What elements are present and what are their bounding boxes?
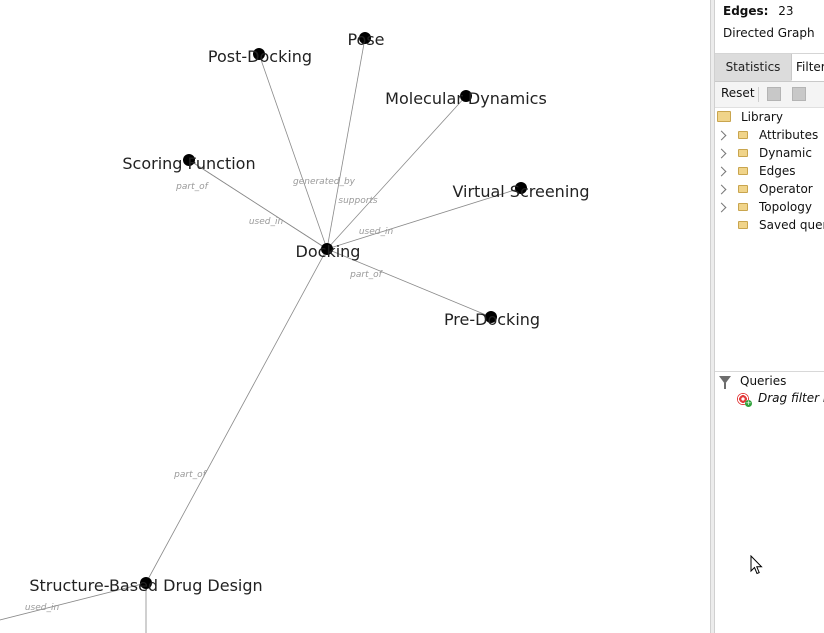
chevron-right-icon[interactable]	[716, 184, 727, 195]
edge-label: supports	[338, 196, 378, 206]
graph-edge[interactable]	[258, 53, 328, 250]
graph-type-label: Directed Graph	[723, 26, 815, 40]
graph-elabels-layer: generated_by supports part_of used_in used_i…	[25, 177, 394, 613]
queries-section[interactable]: Queries + Drag filter here	[715, 371, 824, 633]
folder-icon	[738, 131, 748, 139]
node-label: Docking	[296, 242, 361, 261]
node-label: Structure-Based Drug Design	[29, 576, 262, 595]
graph-node[interactable]	[460, 90, 472, 102]
node-label: Scoring Function	[122, 154, 255, 173]
graph-node[interactable]	[183, 154, 195, 166]
folder-icon	[738, 167, 748, 175]
panel-splitter[interactable]	[710, 0, 715, 633]
graph-edge[interactable]	[188, 159, 328, 250]
add-icon: +	[745, 399, 752, 407]
graph-node[interactable]	[515, 182, 527, 194]
folder-icon	[738, 221, 748, 229]
chevron-right-icon[interactable]	[716, 148, 727, 159]
library-item-label: Edges	[759, 164, 796, 178]
graph-edge[interactable]	[0, 582, 147, 625]
node-label: Molecular Dynamics	[385, 89, 547, 108]
tab-filters[interactable]: Filters	[791, 54, 824, 81]
toolbar-separator	[758, 87, 759, 102]
node-label: Virtual Screening	[452, 182, 589, 201]
library-root-label: Library	[741, 110, 783, 124]
graph-edge[interactable]	[326, 187, 522, 250]
library-item-label: Topology	[759, 200, 812, 214]
filters-panel: Edges: 23 Directed Graph Statistics Filt…	[715, 0, 824, 633]
edge-label: used_in	[249, 217, 284, 227]
graph-node[interactable]	[321, 243, 333, 255]
node-label: Pre-Docking	[444, 310, 540, 329]
graph-edge[interactable]	[326, 37, 366, 250]
graph-node[interactable]	[485, 311, 497, 323]
graph-nodes-layer	[140, 32, 527, 589]
edge-label: used_in	[25, 603, 60, 613]
queries-drop-hint: Drag filter here	[758, 391, 824, 405]
edges-count-value: 23	[778, 4, 794, 18]
edge-label: part_of	[173, 470, 207, 480]
chevron-right-icon[interactable]	[716, 202, 727, 213]
node-label: Post-Docking	[208, 47, 312, 66]
panel-tabs: Statistics Filters	[715, 53, 824, 82]
funnel-icon	[719, 376, 731, 384]
chevron-right-icon[interactable]	[716, 166, 727, 177]
select-filter-icon[interactable]	[792, 87, 806, 101]
folder-icon	[738, 203, 748, 211]
export-filter-icon[interactable]	[767, 87, 781, 101]
node-label: Pose	[347, 30, 384, 49]
graph-edge[interactable]	[145, 248, 328, 584]
folder-icon	[738, 185, 748, 193]
graph-canvas[interactable]: generated_by supports part_of used_in used_i…	[0, 0, 710, 633]
graph-node[interactable]	[359, 32, 371, 44]
folder-icon	[717, 111, 731, 122]
graph-edge[interactable]	[326, 248, 492, 318]
graph-edges-layer	[0, 37, 522, 633]
graph-context-info: Edges: 23 Directed Graph	[715, 0, 824, 48]
filters-toolbar: Reset	[715, 82, 824, 108]
graph-node[interactable]	[140, 577, 152, 589]
library-item-label: Attributes	[759, 128, 819, 142]
reset-button[interactable]: Reset	[721, 86, 755, 100]
edge-label: part_of	[349, 270, 383, 280]
queries-title: Queries	[740, 374, 787, 388]
edges-count-label: Edges:	[723, 4, 769, 18]
funnel-icon-stem	[724, 383, 726, 389]
chevron-right-icon[interactable]	[716, 130, 727, 141]
tab-statistics[interactable]: Statistics	[715, 54, 791, 81]
graph-node[interactable]	[253, 48, 265, 60]
folder-icon	[738, 149, 748, 157]
edge-label: part_of	[175, 182, 209, 192]
library-item-label: Saved queries	[759, 218, 824, 232]
library-item-label: Operator	[759, 182, 813, 196]
graph-view[interactable]: generated_by supports part_of used_in used_i…	[0, 0, 710, 633]
edges-count-row: Edges: 23	[723, 4, 794, 18]
library-item-label: Dynamic	[759, 146, 812, 160]
edge-label: generated_by	[293, 177, 356, 187]
graph-edge[interactable]	[326, 95, 467, 250]
edge-label: used_in	[359, 227, 394, 237]
